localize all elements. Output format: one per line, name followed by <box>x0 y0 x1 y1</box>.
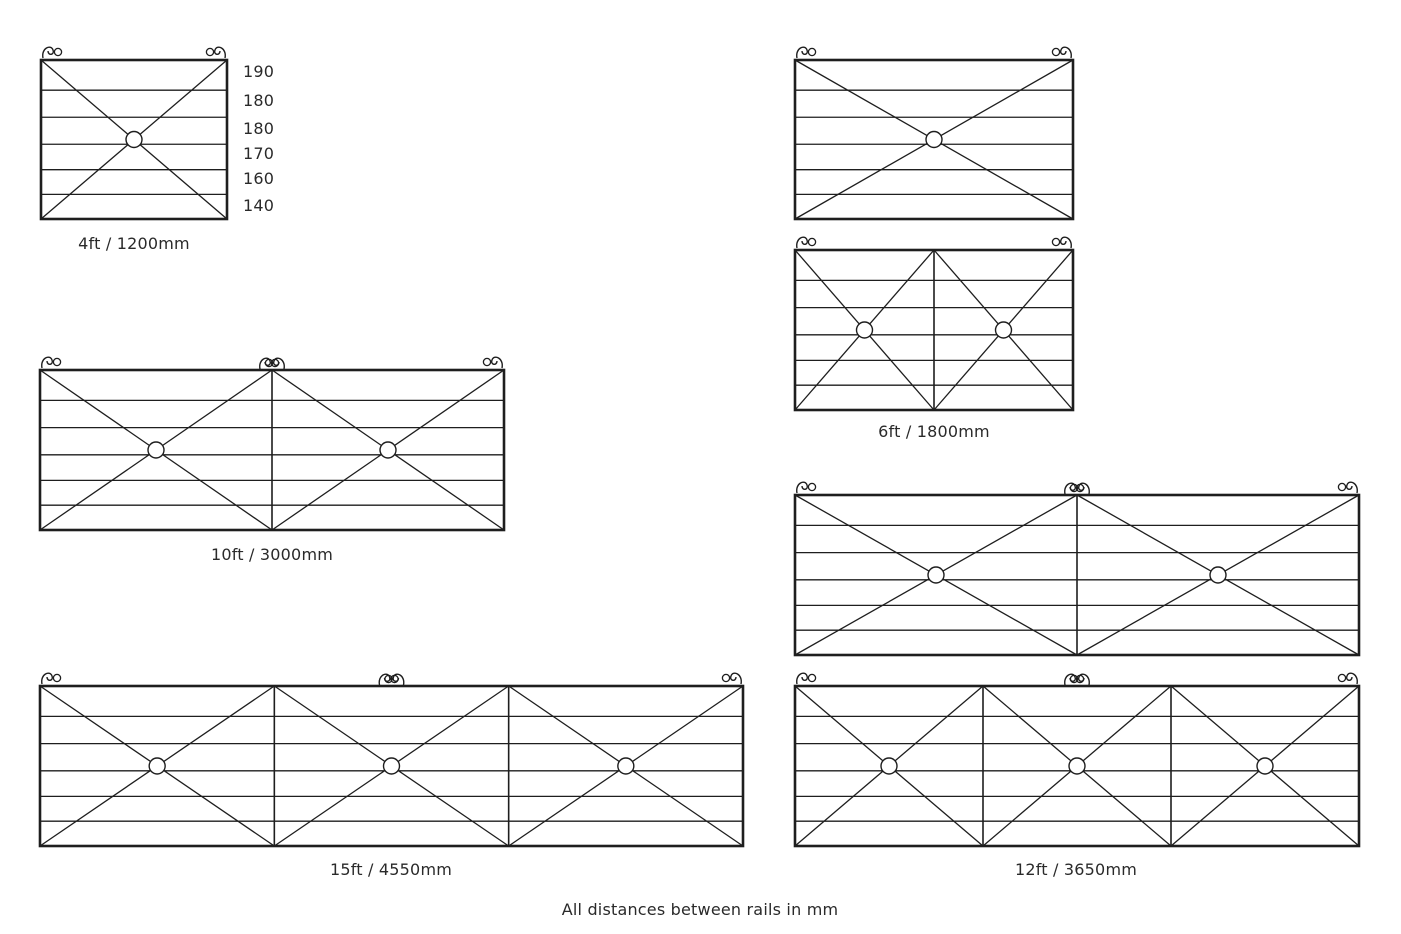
gate-caption-6ft: 6ft / 1800mm <box>878 422 990 441</box>
gate-frame <box>793 58 1075 221</box>
brace-ring <box>147 441 165 459</box>
scroll-icon <box>796 481 809 494</box>
rail-spacing-label: 190 <box>243 62 275 81</box>
gate-caption-15ft: 15ft / 4550mm <box>329 860 453 879</box>
scroll-icon <box>796 672 809 685</box>
gate-6ft-single <box>793 46 1075 221</box>
gate-4ft <box>39 46 229 221</box>
scroll-icon <box>1059 236 1072 249</box>
scroll-icon <box>721 673 731 683</box>
rail-spacing-label: 170 <box>243 144 275 163</box>
scroll-icon <box>796 236 809 249</box>
gate-12ft-triple <box>793 672 1361 848</box>
scroll-icon <box>53 47 63 57</box>
scroll-icon <box>205 47 215 57</box>
scroll-icon <box>384 674 393 684</box>
rail-spacing-label: 160 <box>243 169 275 188</box>
scroll-icon <box>1069 674 1079 684</box>
scroll-icon <box>41 356 54 369</box>
brace-ring <box>148 757 166 775</box>
scroll-icon <box>1069 483 1079 493</box>
scroll-icon <box>1059 46 1072 59</box>
scroll-icon <box>213 46 226 59</box>
scroll-icon <box>52 357 62 367</box>
scroll-icon <box>807 482 817 492</box>
scroll-icon <box>272 357 285 370</box>
scroll-icon <box>1077 673 1090 686</box>
gate-frame <box>39 58 229 221</box>
brace-ring <box>880 757 898 775</box>
gate-frame <box>793 684 1361 848</box>
brace-ring <box>1068 757 1086 775</box>
scroll-icon <box>482 357 492 367</box>
brace-ring <box>1256 757 1274 775</box>
scroll-icon <box>1345 672 1358 685</box>
brace-ring <box>379 441 397 459</box>
scroll-icon <box>1337 482 1347 492</box>
footer-note: All distances between rails in mm <box>561 900 839 919</box>
scroll-icon <box>41 672 54 685</box>
gate-frame <box>38 368 506 532</box>
scroll-icon <box>1345 481 1358 494</box>
gate-6ft-double <box>793 236 1075 412</box>
scroll-icon <box>490 356 503 369</box>
brace-ring <box>125 130 143 149</box>
scroll-icon <box>264 358 274 368</box>
gate-10ft <box>38 356 506 532</box>
brace-ring <box>617 757 635 775</box>
rail-spacing-label: 180 <box>243 91 275 110</box>
scroll-icon <box>1337 673 1347 683</box>
gate-15ft <box>38 672 745 848</box>
brace-ring <box>925 130 943 149</box>
brace-ring <box>927 566 945 584</box>
rail-spacing-label: 180 <box>243 119 275 138</box>
gate-12ft-double <box>793 481 1361 657</box>
scroll-icon <box>1051 47 1061 57</box>
scroll-icon <box>807 47 817 57</box>
gate-caption-10ft: 10ft / 3000mm <box>210 545 334 564</box>
brace-ring <box>1209 566 1227 584</box>
gate-frame <box>793 493 1361 657</box>
scroll-icon <box>796 46 809 59</box>
scroll-icon <box>1077 482 1090 495</box>
scroll-icon <box>392 673 405 686</box>
gate-frame <box>38 684 745 848</box>
scroll-icon <box>807 673 817 683</box>
gate-caption-12ft: 12ft / 3650mm <box>1014 860 1138 879</box>
scroll-icon <box>729 672 742 685</box>
scroll-icon <box>42 46 55 59</box>
gate-caption-4ft: 4ft / 1200mm <box>78 234 190 253</box>
rail-spacing-label: 140 <box>243 196 275 215</box>
brace-ring <box>994 321 1013 339</box>
scroll-icon <box>1051 237 1061 247</box>
brace-ring <box>382 757 401 775</box>
scroll-icon <box>52 673 62 683</box>
gate-frame <box>793 248 1075 412</box>
brace-ring <box>855 321 874 339</box>
scroll-icon <box>807 237 817 247</box>
